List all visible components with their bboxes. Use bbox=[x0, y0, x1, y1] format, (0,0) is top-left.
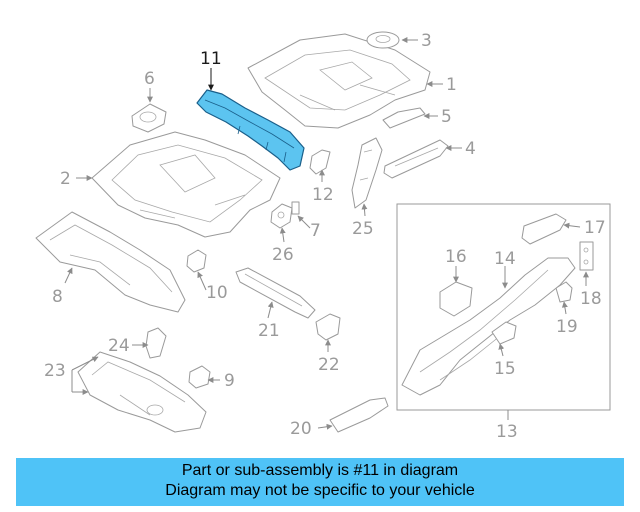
part-7-clip bbox=[291, 201, 300, 215]
banner-line-2: Diagram may not be specific to your vehi… bbox=[165, 482, 475, 499]
part-14-rear-side-frame bbox=[401, 257, 576, 396]
callout-10: 10 bbox=[206, 283, 228, 303]
part-13-assembly-box bbox=[396, 203, 611, 411]
part-26-bracket bbox=[270, 203, 293, 229]
callout-9: 9 bbox=[224, 371, 235, 391]
part-8-front-crossmember bbox=[35, 211, 186, 313]
part-25-pillar-brace bbox=[351, 137, 383, 209]
callout-12: 12 bbox=[312, 185, 334, 205]
callout-11: 11 bbox=[200, 49, 222, 69]
part-17-reinforcement bbox=[521, 213, 567, 245]
part-23-floor-frame bbox=[77, 351, 207, 433]
callout-18: 18 bbox=[580, 289, 602, 309]
callout-23: 23 bbox=[44, 361, 66, 381]
part-24-bracket bbox=[145, 327, 167, 359]
callout-7: 7 bbox=[310, 221, 321, 241]
callout-5: 5 bbox=[441, 107, 452, 127]
part-18-plate bbox=[579, 241, 594, 271]
callout-17: 17 bbox=[584, 218, 606, 238]
part-11-highlighted-crossmember bbox=[196, 89, 305, 171]
callout-16: 16 bbox=[445, 247, 467, 267]
callout-1: 1 bbox=[446, 75, 457, 95]
part-22-bracket bbox=[315, 313, 341, 341]
callout-8: 8 bbox=[52, 287, 63, 307]
part-3-plug bbox=[366, 31, 400, 49]
callout-22: 22 bbox=[318, 355, 340, 375]
part-20-rail bbox=[329, 397, 389, 433]
banner-line-1: Part or sub-assembly is #11 in diagram bbox=[181, 462, 459, 479]
part-1-rear-floor-pan bbox=[247, 33, 431, 129]
leader-lines bbox=[64, 37, 589, 430]
callout-2: 2 bbox=[60, 169, 71, 189]
part-6-grommet bbox=[131, 103, 167, 133]
part-5-bracket bbox=[382, 107, 426, 129]
part-2-front-floor-pan bbox=[91, 131, 281, 238]
part-12-bracket bbox=[309, 149, 331, 175]
part-15-bracket bbox=[491, 321, 517, 345]
parts-diagram: 1 2 3 4 5 6 7 8 9 10 11 12 13 14 15 16 1… bbox=[35, 31, 611, 442]
callout-13: 13 bbox=[496, 422, 518, 442]
info-banner: Part or sub-assembly is #11 in diagram D… bbox=[16, 458, 624, 506]
callout-4: 4 bbox=[465, 139, 476, 159]
part-4-crossmember bbox=[383, 139, 449, 179]
callout-labels: 1 2 3 4 5 6 7 8 9 10 11 12 13 14 15 16 1… bbox=[44, 31, 606, 442]
part-9-bracket bbox=[188, 365, 211, 389]
part-21-sill-reinforcement bbox=[235, 267, 316, 319]
callout-15: 15 bbox=[494, 359, 516, 379]
part-10-bracket bbox=[186, 249, 207, 273]
callout-19: 19 bbox=[556, 317, 578, 337]
callout-14: 14 bbox=[494, 249, 516, 269]
callout-6: 6 bbox=[144, 69, 155, 89]
callout-20: 20 bbox=[290, 419, 312, 439]
callout-3: 3 bbox=[421, 31, 432, 51]
callout-21: 21 bbox=[258, 321, 280, 341]
callout-26: 26 bbox=[272, 245, 294, 265]
part-19-bracket bbox=[555, 281, 573, 303]
part-16-bracket bbox=[439, 281, 473, 317]
callout-24: 24 bbox=[108, 336, 130, 356]
callout-25: 25 bbox=[352, 219, 374, 239]
